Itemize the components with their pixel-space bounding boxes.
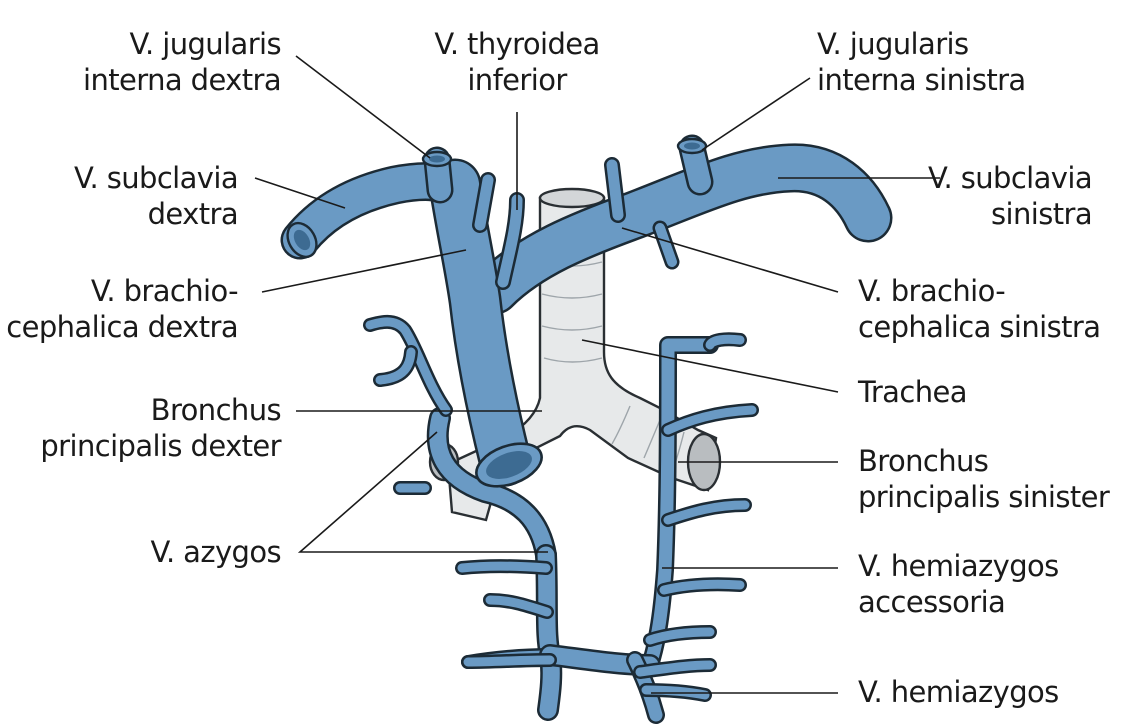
label-trachea-line1: Trachea <box>857 375 967 409</box>
label-bronchus-sinister-line1: Bronchus <box>858 444 988 478</box>
vein-hemiazygos-branch-a <box>661 403 759 437</box>
label-bronchus-sinister-line2: principalis sinister <box>858 480 1110 514</box>
vein-small-neck-left <box>604 157 626 223</box>
vein-azygos-branch-1 <box>455 559 553 575</box>
label-brachio-dextra-line2: cephalica dextra <box>6 310 238 344</box>
label-hemiazygos-accessoria-line1: V. hemiazygos <box>858 549 1059 583</box>
vein-hemiazygos-low-branch-1 <box>633 658 717 679</box>
label-bronchus-dexter-line2: principalis dexter <box>40 429 281 463</box>
label-subclavia-sinistra: V. subclavia sinistra <box>928 161 1093 231</box>
label-jugularis-sinistra: V. jugularis interna sinistra <box>817 27 1026 97</box>
label-brachio-sinistra-line1: V. brachio- <box>858 274 1005 308</box>
label-hemiazygos-accessoria-line2: accessoria <box>858 585 1005 619</box>
vein-hemiazygos-upper <box>703 332 747 352</box>
label-hemiazygos-line1: V. hemiazygos <box>858 675 1059 709</box>
label-brachio-dextra-line1: V. brachio- <box>91 274 238 308</box>
vein-azygos-branch-2 <box>483 593 554 619</box>
label-thyroidea-line2: inferior <box>467 63 567 97</box>
vein-hemiazygos-branch-c <box>657 577 747 597</box>
label-jugularis-sinistra-line1: V. jugularis <box>817 27 968 61</box>
label-azygos-line1: V. azygos <box>150 535 281 569</box>
label-thyroidea-line1: V. thyroidea <box>434 27 599 61</box>
label-subclavia-dextra-line2: dextra <box>148 197 238 231</box>
vein-hemiazygos-low-branch-2 <box>639 683 712 702</box>
label-subclavia-dextra: V. subclavia dextra <box>74 161 239 231</box>
vessel-openings <box>286 137 708 488</box>
vein-small-branch-left <box>652 220 680 270</box>
leader-lines <box>254 55 940 694</box>
label-bronchus-dexter: Bronchus principalis dexter <box>40 393 282 463</box>
vein-azygos-upper-branch <box>363 314 453 417</box>
vein-azygos-arch <box>426 407 557 566</box>
label-thyroidea: V. thyroidea inferior <box>434 27 600 97</box>
vein-network <box>280 134 893 724</box>
label-azygos: V. azygos <box>150 535 281 569</box>
trachea-top-opening <box>538 187 606 209</box>
label-jugularis-dextra: V. jugularis interna dextra <box>83 27 282 97</box>
label-hemiazygos: V. hemiazygos <box>858 675 1059 709</box>
label-brachio-dextra: V. brachio- cephalica dextra <box>6 274 238 344</box>
label-brachio-sinistra-line2: cephalica sinistra <box>858 310 1100 344</box>
vein-hemiazygos-branch-b <box>661 498 752 527</box>
label-subclavia-sinistra-line2: sinistra <box>991 197 1092 231</box>
label-hemiazygos-accessoria: V. hemiazygos accessoria <box>858 549 1059 619</box>
label-jugularis-dextra-line2: interna dextra <box>83 63 281 97</box>
vein-small-neck-right <box>472 172 496 233</box>
label-brachio-sinistra: V. brachio- cephalica sinistra <box>858 274 1101 344</box>
label-jugularis-dextra-line1: V. jugularis <box>130 27 281 61</box>
vein-azygos-side-branch <box>373 345 418 387</box>
vein-hemiazygos-branch-d <box>643 625 717 647</box>
label-bronchus-sinister: Bronchus principalis sinister <box>858 444 1111 514</box>
vein-hemiazygos-low-left <box>461 653 557 669</box>
label-subclavia-sinistra-line1: V. subclavia <box>928 161 1092 195</box>
label-bronchus-dexter-line1: Bronchus <box>151 393 281 427</box>
vein-brachiocephalica-sinistra <box>470 143 893 315</box>
vein-azygos-trunk <box>535 544 563 721</box>
label-trachea: Trachea <box>857 375 967 409</box>
label-subclavia-dextra-line1: V. subclavia <box>74 161 238 195</box>
label-jugularis-sinistra-line2: interna sinistra <box>817 63 1026 97</box>
